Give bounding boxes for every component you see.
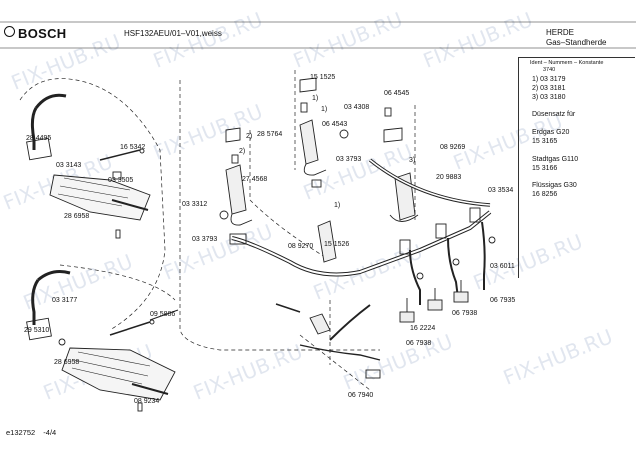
part-label: 28 6958 [64, 213, 90, 220]
part-label: 03 3505 [108, 177, 134, 184]
duesensatz-label: Düsensatz für [532, 111, 576, 118]
gas-type-code: 16 8256 [532, 191, 558, 198]
part-label: 28 5764 [257, 131, 283, 138]
model-line: HSF132AEU/01–V01,weiss [124, 29, 222, 38]
ref-marker: 2) [246, 133, 253, 140]
dashed-guides [19, 70, 416, 391]
part-label: 06 7938 [406, 340, 432, 347]
category: HERDE [546, 28, 575, 37]
page-number: -4/4 [43, 428, 57, 437]
part-label: 08 9270 [288, 243, 314, 250]
part-label: 06 7935 [490, 297, 516, 304]
footer: e132752 -4/4 [6, 428, 56, 437]
gas-valves [399, 221, 496, 323]
gas-manifold-pipe [229, 158, 492, 277]
part-label: 09 5886 [150, 311, 176, 318]
part-label: 06 7938 [452, 310, 478, 317]
part-label: 03 6011 [490, 263, 515, 270]
upper-left-burner [26, 93, 151, 239]
variant-2: 2) 03 3181 [532, 85, 566, 92]
variant-1: 1) 03 3179 [532, 76, 566, 83]
category-title: HERDE Gas–Standherde [546, 28, 607, 48]
parts-sidebar [518, 57, 635, 278]
part-label: 03 4308 [344, 104, 370, 111]
part-label: 27 4568 [242, 176, 268, 183]
gas-type-code: 15 3165 [532, 138, 558, 145]
lower-fittings [149, 303, 381, 379]
gas-type-name: Flüssigas G30 [532, 182, 577, 189]
part-label: 15 1526 [324, 241, 350, 248]
part-label: 28 4495 [26, 135, 52, 142]
part-label: 06 4543 [322, 121, 348, 128]
part-label: 20 9883 [436, 174, 462, 181]
burner-holders [219, 77, 419, 263]
part-label: 08 9269 [440, 144, 466, 151]
part-label: 03 3793 [192, 236, 218, 243]
part-label: 06 7940 [348, 392, 374, 399]
part-label: 03 3177 [52, 297, 78, 304]
part-label: 15 1525 [310, 74, 336, 81]
doc-id: e132752 [6, 428, 36, 437]
brand-name: BOSCH [18, 26, 67, 41]
subcategory: Gas–Standherde [546, 38, 607, 47]
ident-value: 3740 [543, 67, 556, 73]
part-label: 03 3143 [56, 162, 82, 169]
part-label: 29 5310 [24, 327, 50, 334]
ref-marker: 1) [334, 202, 341, 209]
part-label: 03 3534 [488, 187, 514, 194]
gas-type-name: Stadtgas G110 [532, 156, 579, 163]
part-label: 03 3312 [182, 201, 208, 208]
ident-label: Ident – Nummern – Konstante [530, 60, 604, 66]
gas-type-code: 15 3166 [532, 165, 558, 172]
part-label: 16 2224 [410, 325, 436, 332]
ref-marker: 2) [239, 148, 246, 155]
variant-3: 3) 03 3180 [532, 94, 566, 101]
bosch-logo-icon [4, 26, 15, 37]
part-label: 16 5342 [120, 144, 146, 151]
part-label: 03 3793 [336, 156, 362, 163]
ref-marker: 1) [312, 95, 319, 102]
part-label: 08 9234 [134, 398, 160, 405]
lower-left-burner [26, 270, 176, 412]
ref-marker: 3) [409, 157, 416, 164]
gas-type-name: Erdgas G20 [532, 129, 570, 136]
part-label: 28 6958 [54, 359, 80, 366]
part-label: 06 4545 [384, 90, 410, 97]
ref-marker: 1) [321, 106, 328, 113]
